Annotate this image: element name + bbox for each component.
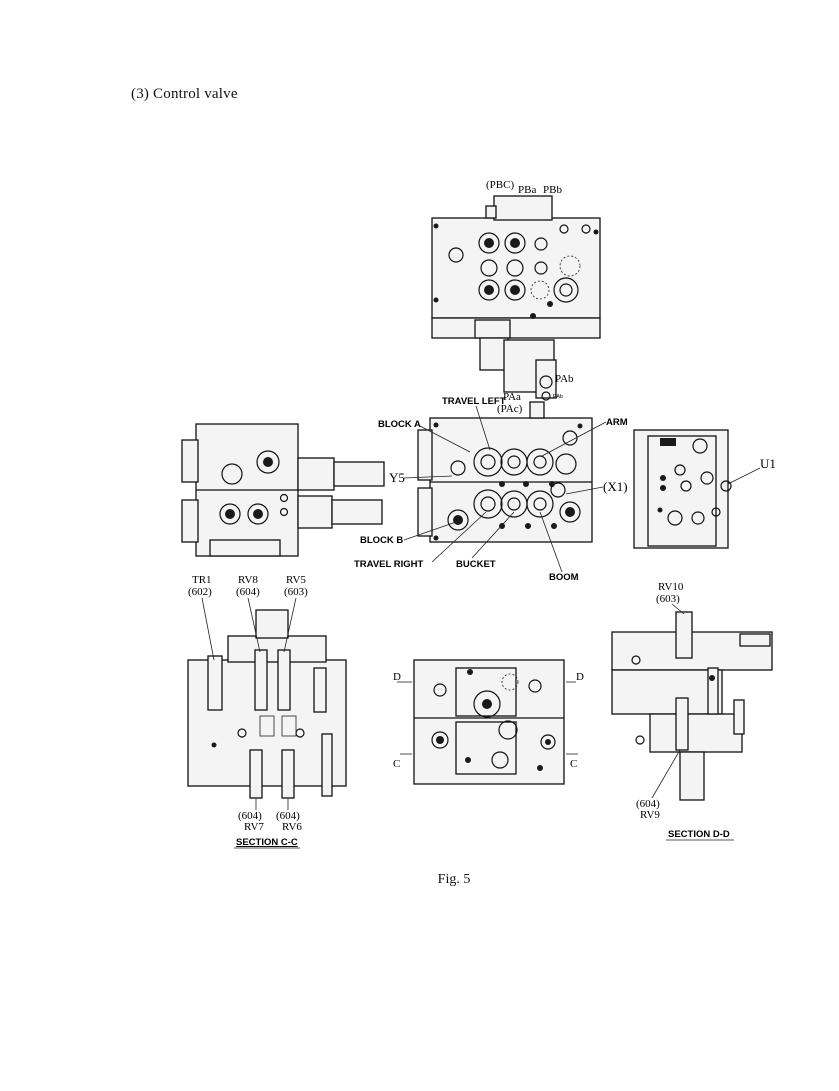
figure-caption: Fig. 5	[437, 872, 471, 887]
centre-bottom-view	[413, 659, 565, 785]
label-pab-small: PAb	[553, 394, 563, 400]
label-pba: PBa	[518, 184, 536, 196]
label-rv8-code: (604)	[236, 586, 260, 598]
label-rv6-code: (604)	[276, 810, 300, 822]
label-travel-right: TRAVEL RIGHT	[354, 559, 424, 570]
label-rv8: RV8	[238, 574, 258, 586]
label-paa: PAa	[503, 391, 521, 403]
label-rv7-code: (604)	[238, 810, 262, 822]
label-boom: BOOM	[549, 572, 579, 583]
label-u1: U1	[760, 456, 776, 471]
main-front-view	[417, 401, 593, 543]
label-rv10: RV10	[658, 581, 684, 593]
section-dd-view	[611, 611, 773, 801]
label-sec-d-right: D	[576, 671, 584, 683]
label-rv5: RV5	[286, 574, 306, 586]
label-pbc: (PBC)	[486, 179, 514, 191]
label-arm: ARM	[606, 417, 628, 428]
label-tr1: TR1	[192, 574, 212, 586]
label-section-dd: SECTION D-D	[668, 829, 730, 840]
label-x1: (X1)	[603, 479, 628, 494]
label-sec-c-left: C	[393, 758, 400, 770]
label-rv10-code: (603)	[656, 593, 680, 605]
label-block-b: BLOCK B	[360, 535, 403, 546]
section-heading: (3) Control valve	[131, 86, 238, 102]
label-pac: (PAc)	[497, 403, 523, 415]
label-tr1-code: (602)	[188, 586, 212, 598]
label-bucket: BUCKET	[456, 559, 496, 570]
label-pab: PAb	[555, 373, 574, 385]
label-travel-left: TRAVEL LEFT	[442, 396, 506, 407]
label-sec-d-left: D	[393, 671, 401, 683]
top-view	[431, 195, 601, 401]
label-section-cc: SECTION C-C	[236, 837, 298, 848]
label-rv7: RV7	[244, 821, 264, 833]
section-cc-view	[187, 609, 347, 799]
left-side-view	[181, 423, 385, 557]
label-rv6: RV6	[282, 821, 302, 833]
label-rv9: RV9	[640, 809, 660, 821]
label-sec-c-right: C	[570, 758, 577, 770]
label-rv9-code: (604)	[636, 798, 660, 810]
label-block-a: BLOCK A	[378, 419, 421, 430]
label-pbb: PBb	[543, 184, 562, 196]
right-side-view	[633, 429, 732, 549]
label-rv5-code: (603)	[284, 586, 308, 598]
label-y5: Y5	[389, 470, 405, 485]
